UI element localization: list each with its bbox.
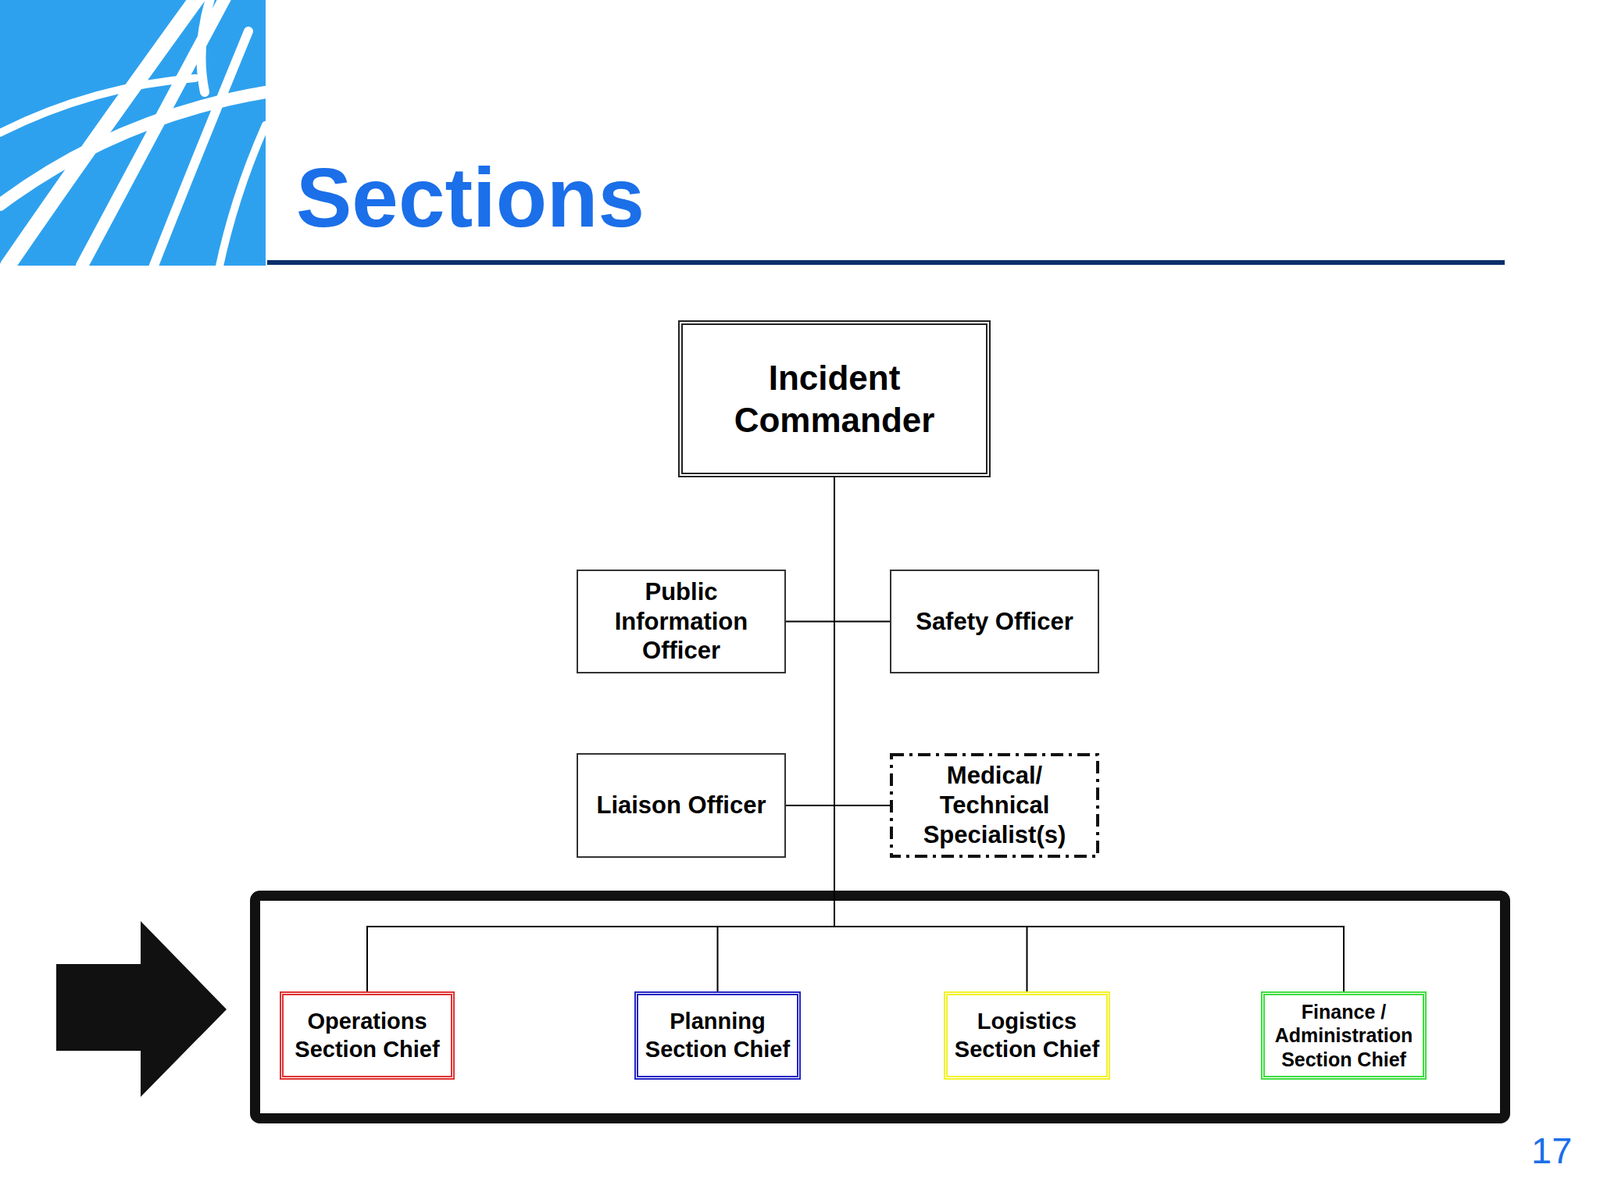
box-text: Incident Commander bbox=[698, 357, 971, 441]
section-box: Finance / Administration Section Chief bbox=[1260, 991, 1427, 1080]
box-text: Safety Officer bbox=[915, 607, 1074, 637]
org-connector bbox=[834, 477, 890, 622]
section-box: Planning Section Chief bbox=[634, 991, 801, 1080]
box-text: Public Information Officer bbox=[592, 577, 771, 666]
org-connector bbox=[717, 477, 836, 992]
org-connector bbox=[834, 477, 1344, 992]
box-text: Liaison Officer bbox=[596, 790, 766, 821]
org-connector bbox=[834, 477, 1028, 992]
box-text: Logistics Section Chief bbox=[949, 1007, 1105, 1064]
logo bbox=[0, 0, 266, 270]
pointer-arrow bbox=[56, 921, 227, 1097]
section-box: Operations Section Chief bbox=[279, 991, 455, 1080]
section-box: Logistics Section Chief bbox=[943, 991, 1111, 1080]
box-text: Medical/ Technical Specialist(s) bbox=[913, 760, 1076, 850]
org-connector bbox=[367, 477, 835, 992]
box-text: Operations Section Chief bbox=[286, 1007, 448, 1064]
org-connector bbox=[785, 477, 835, 806]
title-underline bbox=[267, 260, 1505, 265]
slide-title: Sections bbox=[296, 156, 645, 240]
page-number: 17 bbox=[1531, 1132, 1572, 1169]
commander-box: Incident Commander bbox=[678, 320, 991, 478]
specialist-box: Medical/ Technical Specialist(s) bbox=[889, 753, 1100, 858]
staff-box: Public Information Officer bbox=[576, 569, 786, 674]
staff-box: Safety Officer bbox=[889, 569, 1100, 674]
dashed-rect bbox=[891, 754, 1098, 857]
box-text: Planning Section Chief bbox=[639, 1007, 796, 1064]
highlight-frame bbox=[255, 896, 1506, 1119]
box-text: Finance / Administration Section Chief bbox=[1264, 1000, 1423, 1072]
org-connector bbox=[834, 477, 890, 806]
staff-box: Liaison Officer bbox=[576, 753, 786, 858]
org-connector bbox=[785, 477, 835, 622]
